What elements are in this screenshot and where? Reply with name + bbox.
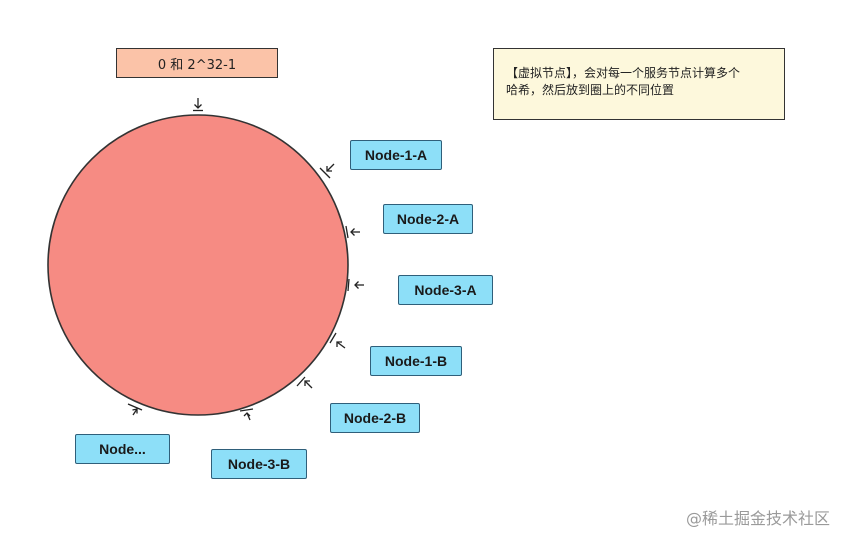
node-3-b: Node-3-B xyxy=(211,449,307,479)
ring-arrow-node-2-a xyxy=(345,225,360,239)
node-1-b: Node-1-B xyxy=(370,346,462,376)
hash-range-label: 0 和 2^32-1 xyxy=(116,48,278,78)
ring-arrow-node-more xyxy=(127,403,143,416)
note-line-1: 【虚拟节点】，会对每一个服务节点计算多个 xyxy=(506,66,741,80)
ring-arrow-node-3-a xyxy=(347,278,364,292)
ring-arrow-node-2-b xyxy=(296,376,313,389)
node-3-a: Node-3-A xyxy=(398,275,493,305)
virtual-node-note: 【虚拟节点】，会对每一个服务节点计算多个 哈希，然后放到圈上的不同位置 xyxy=(493,48,785,120)
hash-ring xyxy=(47,114,349,416)
watermark: @稀土掘金技术社区 xyxy=(685,509,830,528)
ring-arrow-node-3-b xyxy=(239,408,254,421)
node-1-a: Node-1-A xyxy=(350,140,442,170)
ring-arrow-node-1-b xyxy=(329,332,346,349)
ring-origin-arrow xyxy=(193,98,203,112)
ring-arrow-node-1-a xyxy=(319,163,335,179)
node-more: Node... xyxy=(75,434,170,464)
node-2-b: Node-2-B xyxy=(330,403,420,433)
node-2-a: Node-2-A xyxy=(383,204,473,234)
note-line-2: 哈希，然后放到圈上的不同位置 xyxy=(506,83,675,97)
